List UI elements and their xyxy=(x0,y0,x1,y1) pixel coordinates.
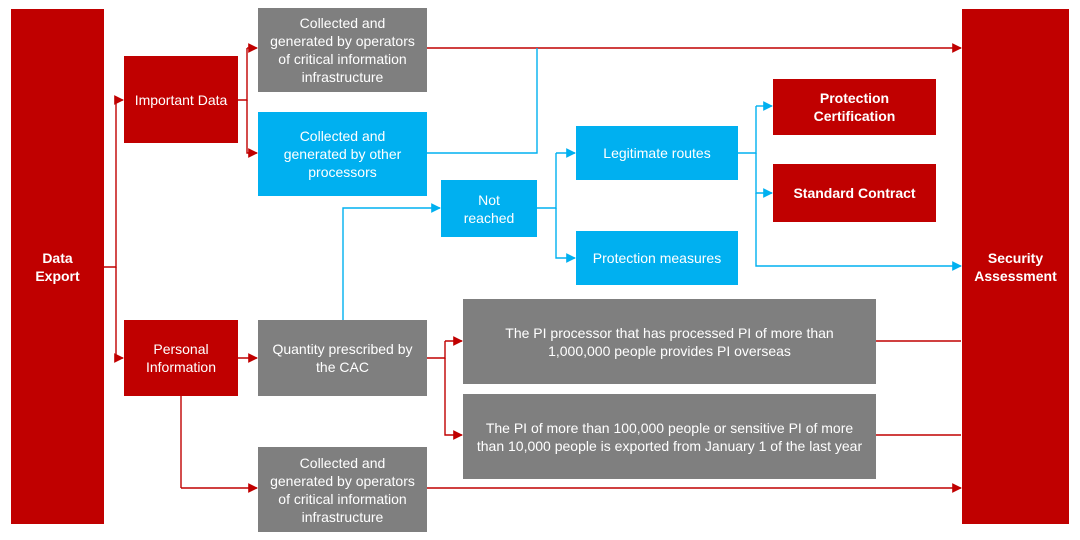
line-export-branch xyxy=(104,100,117,268)
personal-information-node: Personal Information xyxy=(124,320,238,396)
legitimate-routes-node: Legitimate routes xyxy=(576,126,738,180)
line-other-processors-up xyxy=(427,48,538,154)
arrow-quantity-to-not-reached xyxy=(342,203,441,320)
arrow-to-personal-info xyxy=(114,267,124,363)
standard-contract-node: Standard Contract xyxy=(773,164,936,222)
not-reached-node: Not reached xyxy=(441,180,537,237)
arrow-legit-to-security xyxy=(755,193,962,271)
important-data-node: Important Data xyxy=(124,56,238,143)
data-export-node: Data Export xyxy=(11,9,104,524)
line-quantity-branch xyxy=(427,341,446,359)
arrow-to-pi-100k xyxy=(444,358,463,440)
quantity-cac-node: Quantity prescribed by the CAC xyxy=(258,320,427,396)
line-important-branch xyxy=(238,48,248,101)
line-legit-branch xyxy=(738,106,757,154)
arrow-to-protection-measures xyxy=(555,208,576,263)
security-assessment-node: Security Assessment xyxy=(962,9,1069,524)
other-processors-node: Collected and generated by other process… xyxy=(258,112,427,196)
protection-measures-node: Protection measures xyxy=(576,231,738,285)
protection-certification-node: Protection Certification xyxy=(773,79,936,135)
arrow-to-other-processors xyxy=(246,100,258,158)
line-not-reached-branch xyxy=(537,153,557,209)
cii-operators-top-node: Collected and generated by operators of … xyxy=(258,8,427,92)
pi-100k-node: The PI of more than 100,000 people or se… xyxy=(463,394,876,479)
pi-million-node: The PI processor that has processed PI o… xyxy=(463,299,876,384)
arrow-to-standard-contract xyxy=(755,153,773,198)
cii-operators-bottom-node: Collected and generated by operators of … xyxy=(258,447,427,532)
